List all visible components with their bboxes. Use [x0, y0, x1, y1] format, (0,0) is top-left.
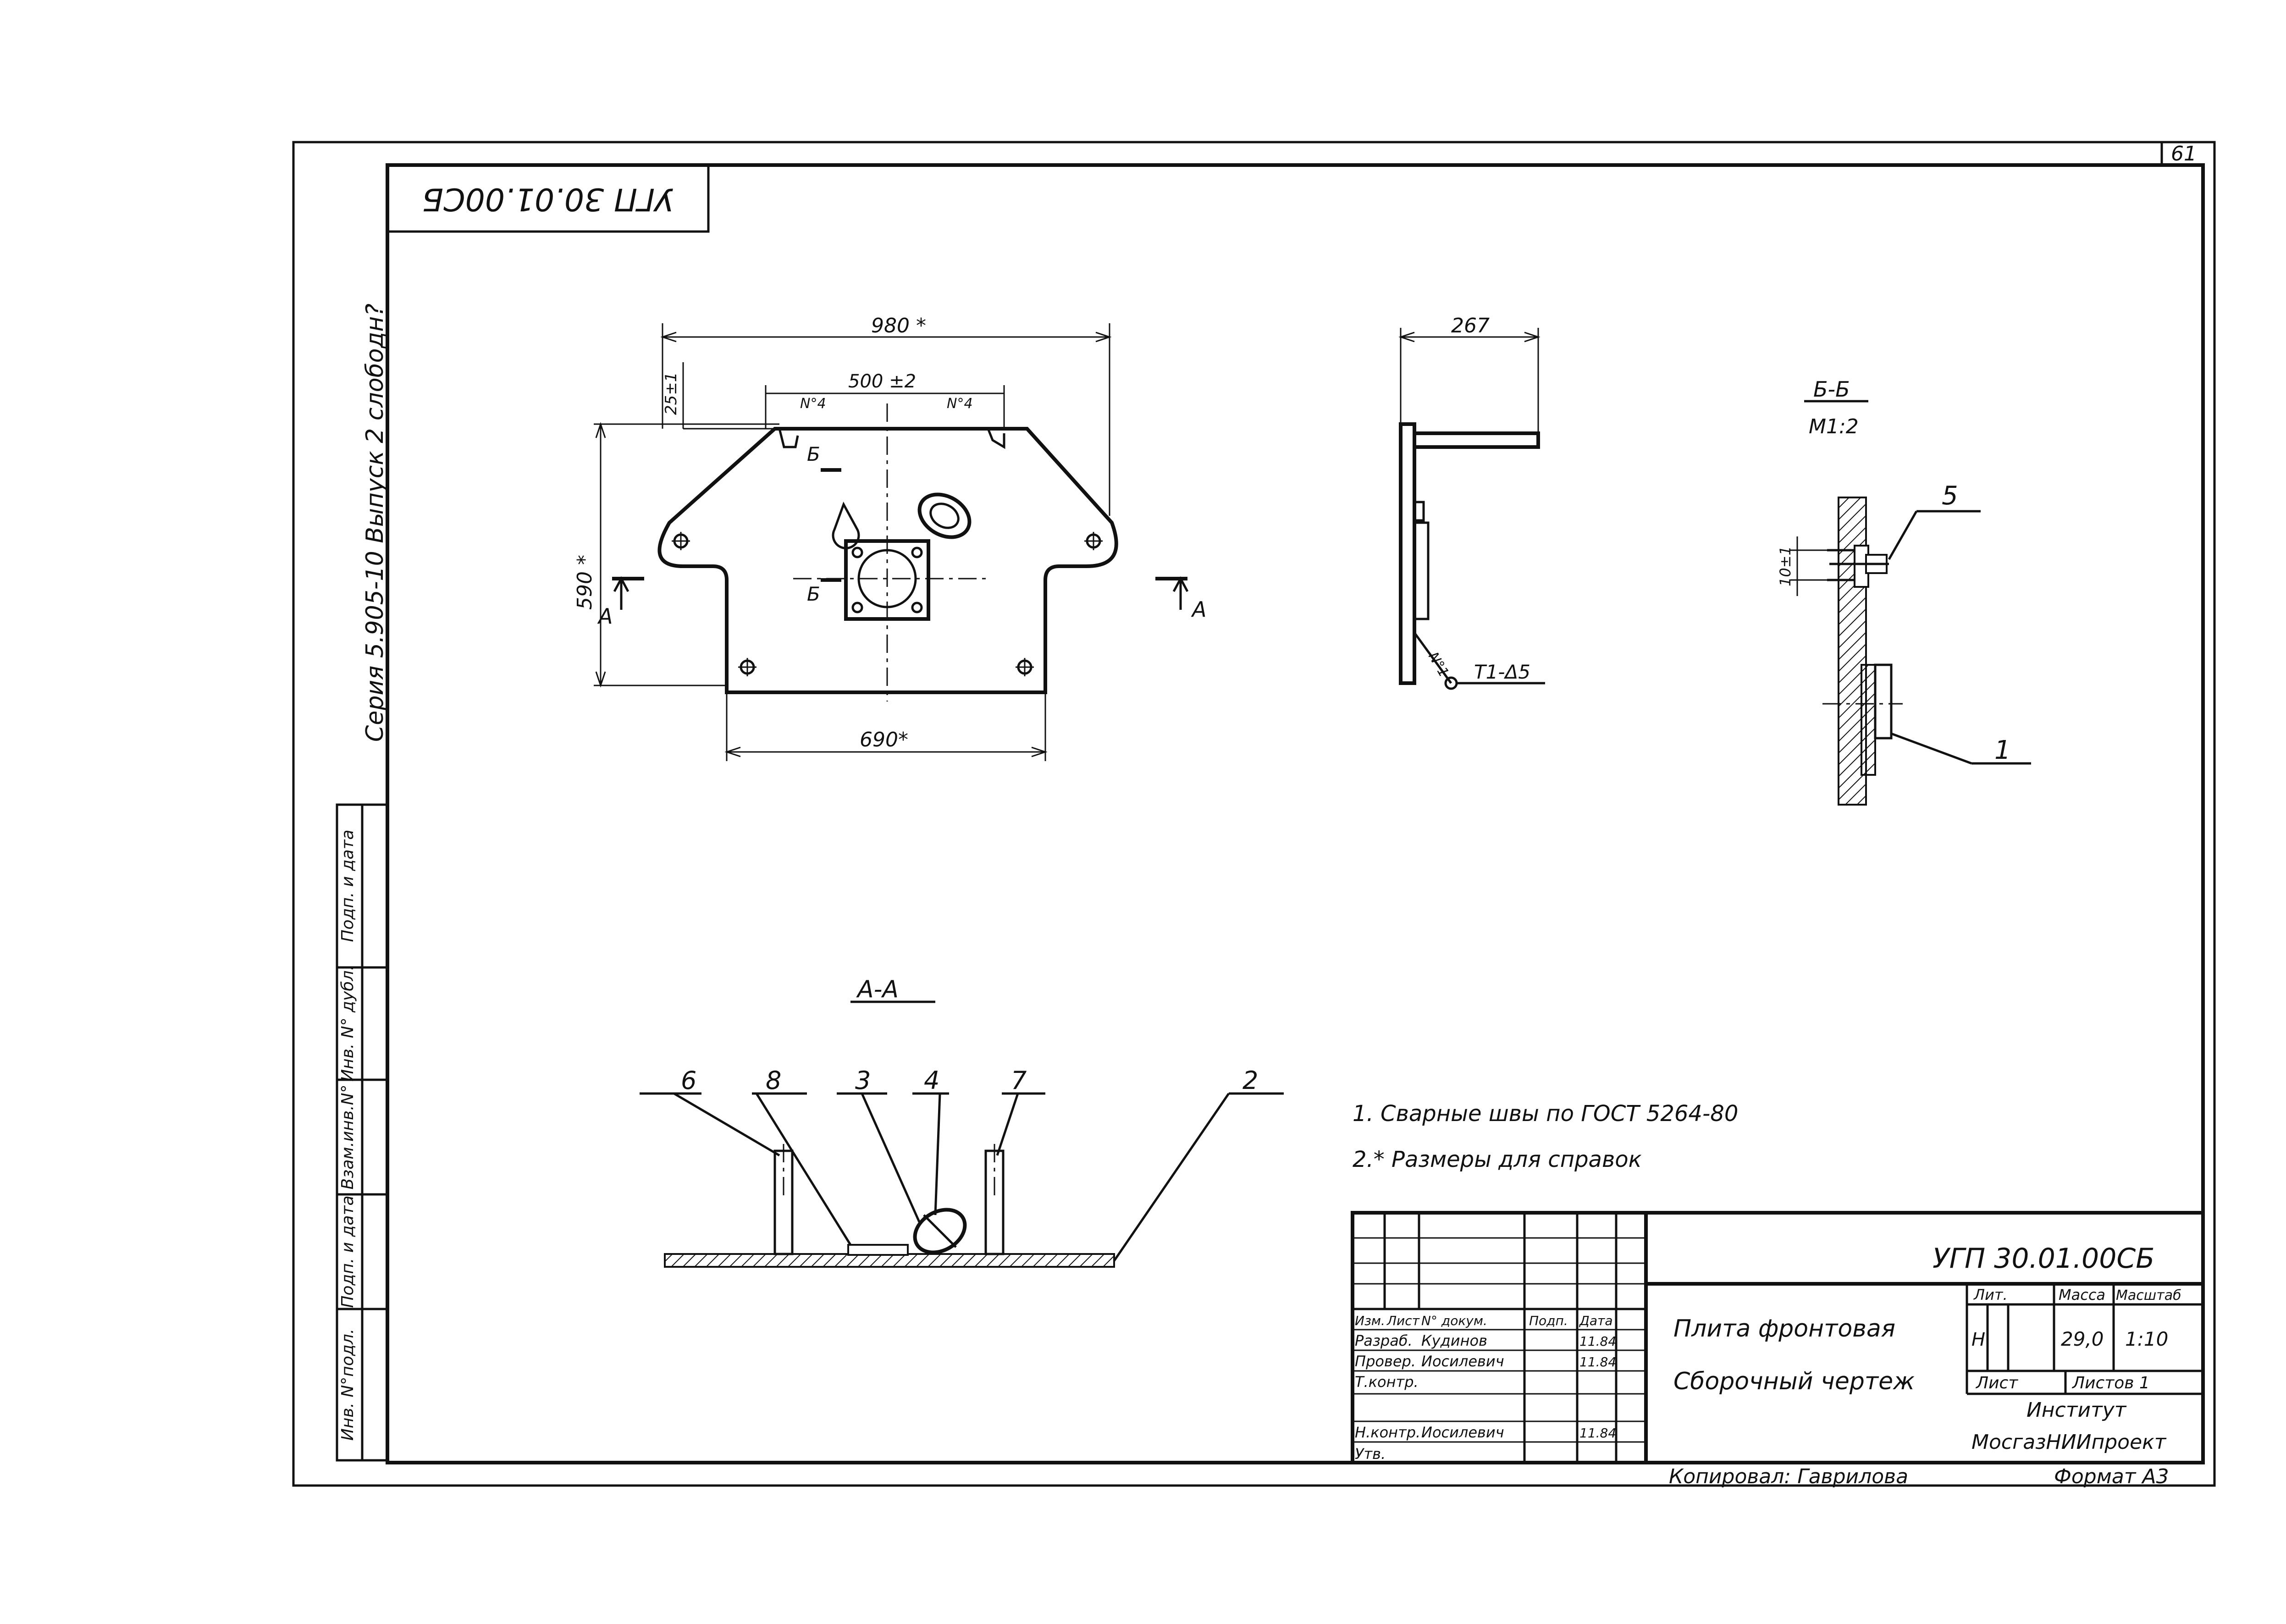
tb-scale-value: 1:10	[2125, 1328, 2168, 1350]
tb-row5-role: Утв.	[1355, 1445, 1386, 1463]
cut-b-top: Б	[807, 443, 820, 465]
callout-2: 2	[1242, 1066, 1258, 1095]
weld-symbol: Т1-Δ5	[1474, 661, 1530, 683]
cut-a-left: А	[597, 604, 613, 629]
section-aa	[640, 1092, 1284, 1268]
tb-row1-name: Кудинов	[1421, 1332, 1487, 1349]
tb-row1-date: 11.84	[1579, 1334, 1616, 1349]
cut-a-right: А	[1191, 597, 1206, 622]
tb-format: Формат А3	[2054, 1465, 2169, 1488]
tb-sheet-label: Лист	[1975, 1374, 2018, 1392]
cut-b-bottom: Б	[807, 583, 820, 605]
callout-6: 6	[681, 1066, 696, 1095]
tb-name-line1: Плита фронтовая	[1673, 1315, 1895, 1342]
strip-label-inv: Инв. N°подл.	[338, 1329, 357, 1441]
series-text: Серия 5.905-10 Выпуск 2 слободн?	[361, 304, 389, 742]
dim-height: 590 *	[573, 555, 596, 610]
note-1: 1. Сварные швы по ГОСТ 5264-80	[1353, 1101, 1738, 1127]
page-number: 61	[2171, 142, 2197, 166]
tb-col-list: Лист	[1386, 1313, 1420, 1328]
tb-lit-label: Лит.	[1973, 1286, 2008, 1304]
dim-side-width: 267	[1451, 314, 1490, 337]
callout-1: 1	[1994, 735, 2011, 765]
tb-row4-role: Н.контр.	[1355, 1424, 1420, 1441]
tb-row3-role: Т.контр.	[1355, 1373, 1419, 1391]
tb-row2-role: Провер.	[1355, 1353, 1416, 1370]
section-bb-title: Б-Б	[1813, 377, 1850, 402]
strip-label-sign2: Подп. и дата	[338, 829, 357, 942]
rotated-designation-box: УГП 30.01.00СБ	[386, 164, 710, 233]
tb-copied-by: Копировал: Гаврилова	[1669, 1465, 1908, 1488]
callout-8: 8	[766, 1066, 781, 1095]
tb-lit-value: Н	[1971, 1329, 1985, 1350]
rotated-designation: УГП 30.01.00СБ	[422, 181, 674, 217]
dim-bottom-width: 690*	[860, 728, 908, 751]
callout-3: 3	[855, 1066, 871, 1095]
callout-7: 7	[1011, 1066, 1027, 1095]
dim-hole-spacing: 500 ±2	[848, 371, 916, 392]
tb-org-line2: МосгазНИИпроект	[1971, 1431, 2167, 1454]
callout-5: 5	[1942, 481, 1958, 511]
tb-col-izm: Изм.	[1355, 1313, 1385, 1328]
tb-row2-date: 11.84	[1579, 1354, 1616, 1370]
callout-4: 4	[924, 1066, 939, 1095]
note-left: N°4	[800, 396, 826, 412]
tb-col-doc: N° докум.	[1421, 1313, 1487, 1328]
tb-sheets-label: Листов 1	[2071, 1374, 2150, 1392]
tb-mass-label: Масса	[2059, 1286, 2105, 1304]
tb-col-date: Дата	[1579, 1313, 1613, 1328]
tb-name-line2: Сборочный чертеж	[1673, 1368, 1915, 1395]
tb-scale-label: Масштаб	[2116, 1287, 2181, 1304]
note-2: 2.* Размеры для справок	[1353, 1147, 1642, 1172]
section-bb	[1790, 497, 2031, 806]
left-strip: Инв. N°подл. Подп. и дата Взам.инв.N° Ин…	[336, 803, 389, 1462]
tb-col-sign: Подп.	[1529, 1313, 1568, 1328]
tb-mass-value: 29,0	[2061, 1328, 2104, 1350]
strip-label-sign1: Подп. и дата	[338, 1195, 357, 1308]
tb-designation: УГП 30.01.00СБ	[1933, 1243, 2154, 1275]
strip-label-dup: Инв. N° дубл.	[338, 965, 357, 1082]
plan-view	[612, 403, 1189, 702]
plan-dimensions	[594, 323, 1112, 761]
tb-row1-role: Разраб.	[1355, 1332, 1413, 1349]
dim-side-offset: 25±1	[662, 372, 680, 415]
section-aa-title: А-А	[856, 976, 899, 1003]
side-view	[1398, 328, 1545, 690]
note-right: N°4	[947, 396, 973, 412]
tb-org-line1: Институт	[2026, 1398, 2127, 1422]
strip-label-replace: Взам.инв.N°	[338, 1084, 357, 1189]
tb-row4-date: 11.84	[1579, 1425, 1616, 1441]
title-block	[1351, 1211, 2205, 1464]
dim-section-offset: 10±1	[1777, 546, 1794, 586]
dim-top-width: 980 *	[871, 314, 926, 337]
tb-row4-name: Иосилевич	[1421, 1424, 1504, 1441]
section-bb-scale: М1:2	[1809, 415, 1859, 438]
tb-row2-name: Иосилевич	[1421, 1353, 1504, 1370]
